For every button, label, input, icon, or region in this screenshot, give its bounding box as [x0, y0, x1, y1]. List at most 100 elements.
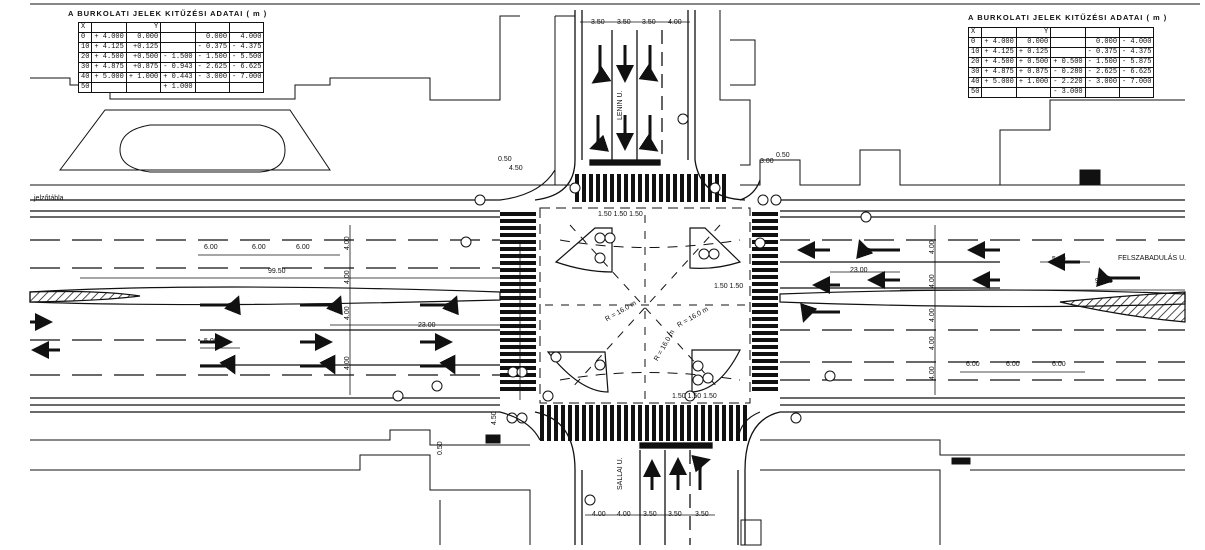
dim-east-dash: 5.00 [1052, 256, 1066, 263]
table-cell: + 5.000 [91, 72, 127, 83]
dim-north-4: 4.00 [668, 19, 682, 26]
table-cell: - 6.625 [1119, 67, 1155, 78]
table-cell: - 4.375 [1119, 47, 1155, 58]
table-cell: - 4.375 [229, 42, 265, 53]
dim-north-1: 3.50 [591, 19, 605, 26]
table-cell: X [967, 27, 983, 38]
table-cell: + 0.500 [1050, 57, 1086, 68]
table-cell: 0.000 [125, 32, 162, 43]
buildings-south [30, 429, 1185, 546]
north-street-label: LENIN U. [617, 90, 624, 120]
table-cell: 50 [77, 82, 93, 93]
buildings-nw [30, 15, 575, 186]
table-cell [229, 82, 265, 93]
table-cell: +0.875 [125, 62, 162, 73]
dim-south-2: 4.00 [617, 511, 631, 518]
table-cell: X [77, 22, 93, 33]
table-cell: +0.125 [125, 42, 162, 53]
table-cell: + 4.500 [91, 52, 127, 63]
table-cell: 20 [77, 52, 93, 63]
table-cell: 4.000 [229, 32, 265, 43]
table-cell: 10 [967, 47, 983, 58]
table-row: 20 + 4.500 + 0.500 + 0.500 - 1.500 - 5.8… [967, 57, 1155, 68]
table-cell [229, 22, 265, 33]
table-row: 20 + 4.500 +0.500 - 1.500 - 1.500 - 5.50… [77, 52, 265, 63]
table-row: 50 - 3.000 [967, 87, 1155, 98]
table-cell: - 6.625 [229, 62, 265, 73]
dim-west-lane-width-1: 4.00 [344, 236, 351, 250]
dim-east-lane-width-2: 4.00 [929, 274, 936, 288]
dim-curb-ne: 3.00 [760, 158, 774, 165]
table-cell: 20 [967, 57, 983, 68]
table-row: 40 + 5.000 + 1.000 - 2.220 - 3.000 - 7.0… [967, 77, 1155, 88]
table-row: 0 + 4.000 0.000 0.000 - 4.000 [967, 37, 1155, 48]
table-row: X Y [967, 27, 1155, 38]
table-row: 10 + 4.125 + 0.125 - 0.375 - 4.375 [967, 47, 1155, 58]
left-table-title: A BURKOLATI JELEK KITŰZÉSI ADATAI ( m ) [68, 9, 268, 18]
dim-east-lane-width-5: 4.00 [929, 366, 936, 380]
table-cell: 30 [967, 67, 983, 78]
table-cell: + 4.125 [981, 47, 1017, 58]
signal-bridge-label: jelzőtábla [34, 195, 64, 202]
table-cell: - 0.280 [1050, 67, 1086, 78]
table-cell: Y [125, 22, 162, 33]
table-cell: - 7.000 [229, 72, 265, 83]
north-road [534, 10, 746, 201]
table-cell: + 4.125 [91, 42, 127, 53]
dim-south-5: 3.50 [695, 511, 709, 518]
table-cell [981, 87, 1017, 98]
buildings-ne [719, 10, 1185, 186]
table-cell [1119, 27, 1155, 38]
table-cell [1119, 87, 1155, 98]
table-cell [194, 22, 231, 33]
table-cell: - 1.500 [194, 52, 231, 63]
table-cell [194, 82, 231, 93]
left-coordinates-table: X Y 0 + 4.000 0.000 0.000 4.000 10 + 4.1… [77, 22, 265, 93]
table-cell: 40 [967, 77, 983, 88]
dim-east-lane-length: 23.00 [850, 267, 868, 274]
dim-west-lane-width-2: 4.00 [344, 270, 351, 284]
table-cell: + 1.000 [125, 72, 162, 83]
crosswalk-west [500, 212, 536, 391]
dim-curb-ne2: 0.50 [776, 152, 790, 159]
dim-west-dash-3: 6.00 [296, 244, 310, 251]
table-cell [1015, 87, 1052, 98]
table-cell: + 0.500 [1015, 57, 1052, 68]
dim-south-1: 4.00 [592, 511, 606, 518]
dim-island-small: 1.50 1.50 [714, 283, 744, 290]
main-road-edges [30, 199, 1185, 413]
right-table-title: A BURKOLATI JELEK KITŰZÉSI ADATAI ( m ) [968, 13, 1168, 22]
table-cell: + 4.875 [981, 67, 1017, 78]
dim-east-dash-2: 6.00 [1006, 361, 1020, 368]
table-cell: + 0.443 [160, 72, 196, 83]
dim-south-3: 3.50 [643, 511, 657, 518]
table-cell: 0 [967, 37, 983, 48]
dim-east-lane-width-1: 4.00 [929, 240, 936, 254]
crosswalk-north [575, 174, 726, 202]
table-cell: + 0.875 [1015, 67, 1052, 78]
dim-south-4: 3.50 [668, 511, 682, 518]
table-cell [160, 32, 196, 43]
dim-curb-sw: 4.50 [491, 411, 498, 425]
dimension-lines [80, 21, 1185, 516]
table-cell: + 4.500 [981, 57, 1017, 68]
table-cell: - 0.375 [1084, 47, 1121, 58]
table-cell: +0.500 [125, 52, 162, 63]
corner-curbs [499, 169, 761, 441]
table-cell [981, 27, 1017, 38]
signal-heads [392, 113, 872, 506]
table-cell: 0.000 [1084, 37, 1121, 48]
dim-west-length: 99.50 [268, 268, 286, 275]
table-cell: + 1.000 [1015, 77, 1052, 88]
table-cell [160, 42, 196, 53]
table-cell: - 1.500 [1084, 57, 1121, 68]
table-row: 40 + 5.000 + 1.000 + 0.443 - 3.000 - 7.0… [77, 72, 265, 83]
table-row: 0 + 4.000 0.000 0.000 4.000 [77, 32, 265, 43]
table-cell: 10 [77, 42, 93, 53]
table-cell: - 1.500 [160, 52, 196, 63]
table-cell: 0.000 [194, 32, 231, 43]
table-cell: + 1.000 [160, 82, 196, 93]
table-cell [91, 22, 127, 33]
table-cell: 30 [77, 62, 93, 73]
right-coordinates-table: X Y 0 + 4.000 0.000 0.000 - 4.000 10 + 4… [967, 27, 1155, 98]
